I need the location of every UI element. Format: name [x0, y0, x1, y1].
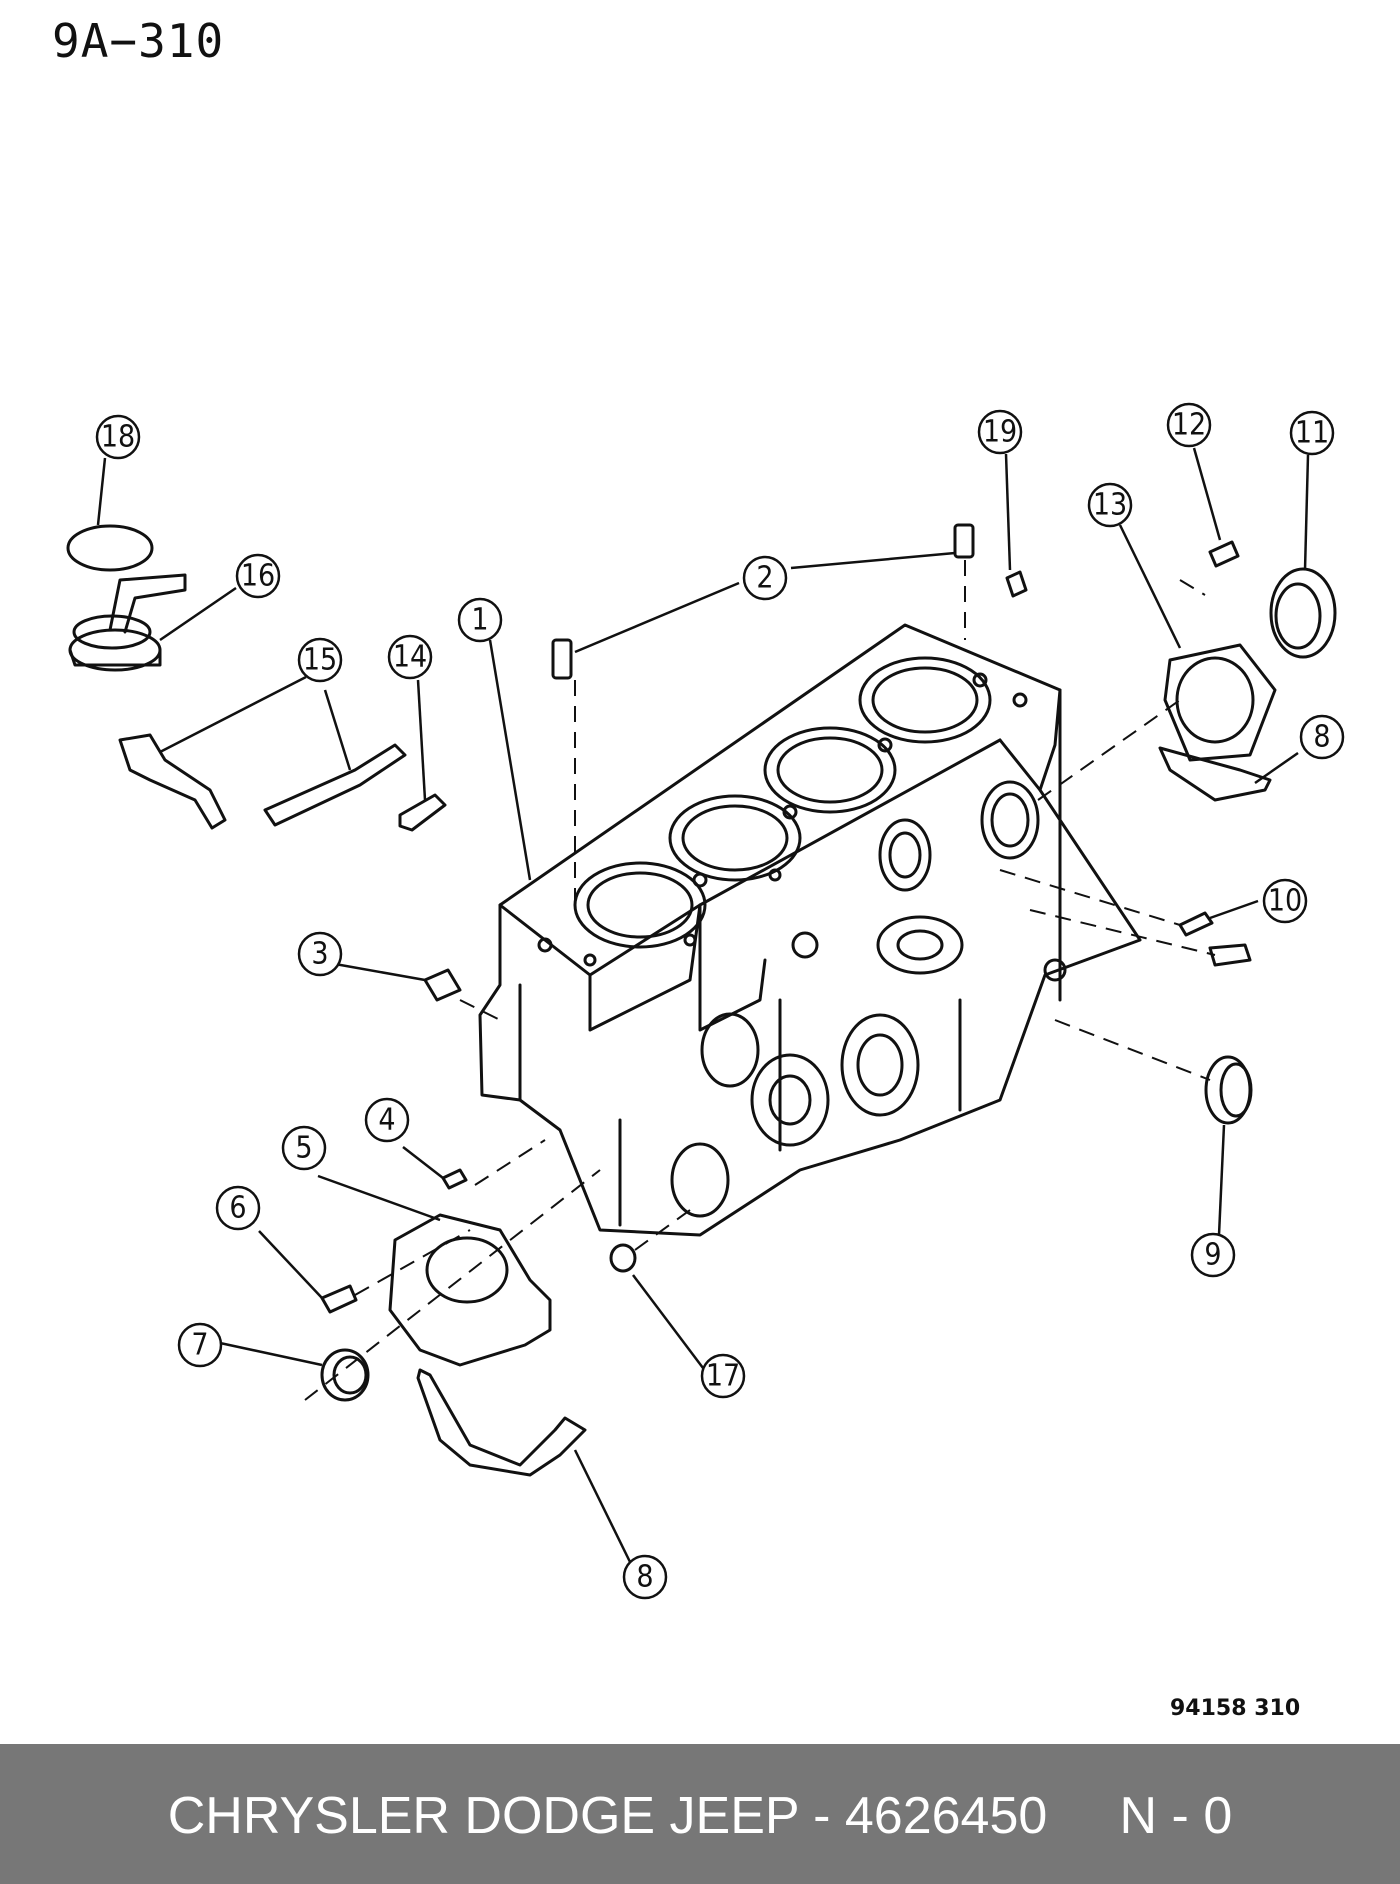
footer-bar: CHRYSLER DODGE JEEP - 4626450 N - 0	[0, 1744, 1400, 1884]
plug	[609, 1243, 637, 1273]
svg-text:4: 4	[378, 1103, 395, 1138]
svg-text:17: 17	[706, 1359, 740, 1394]
svg-text:3: 3	[311, 937, 328, 972]
assembly-lines	[304, 560, 1216, 1401]
svg-text:8: 8	[1313, 720, 1330, 755]
svg-text:6: 6	[229, 1191, 246, 1226]
bracket-clip	[398, 793, 447, 832]
svg-text:1: 1	[471, 603, 488, 638]
callout-6: 6	[215, 1185, 261, 1231]
front-cover	[388, 1213, 552, 1367]
svg-text:9: 9	[1204, 1238, 1221, 1273]
callout-9: 17	[700, 1353, 746, 1399]
svg-text:15: 15	[303, 643, 337, 678]
gasket-right	[1158, 746, 1272, 802]
oil-pickup	[68, 573, 187, 672]
svg-text:2: 2	[756, 561, 773, 596]
svg-text:7: 7	[191, 1328, 208, 1363]
callout-19: 19	[977, 409, 1023, 455]
callout-14: 13	[1087, 482, 1133, 528]
callout-2: 2	[742, 555, 788, 601]
bolt	[1208, 943, 1252, 967]
page-code: 9A−310	[52, 14, 225, 68]
svg-text:19: 19	[983, 415, 1017, 450]
svg-text:14: 14	[393, 640, 427, 675]
callout-18: 18	[95, 414, 141, 460]
figure-code: 94158 310	[1170, 1696, 1301, 1721]
callout-1: 1	[457, 597, 503, 643]
callout-4: 4	[364, 1097, 410, 1143]
callout-11: 10	[1262, 878, 1308, 924]
engine-block-exploded-diagram: 18 16 15 14 1 2 19 12 11 13 8 10 9 3 4 5…	[66, 402, 1345, 1600]
dowel-pin	[441, 1168, 468, 1190]
svg-text:10: 10	[1268, 884, 1302, 919]
rear-seal-retainer	[1163, 643, 1277, 762]
callouts: 18 16 15 14 1 2 19 12 11 13 8 10 9 3 4 5…	[95, 402, 1345, 1600]
plug	[1005, 570, 1028, 598]
callout-12: 11	[1289, 410, 1335, 456]
dowel-pin-left	[551, 638, 573, 680]
bolt	[1208, 540, 1240, 568]
svg-text:11: 11	[1295, 416, 1329, 451]
dowel-pin-right	[953, 523, 975, 559]
front-seal	[320, 1348, 370, 1402]
o-ring	[66, 524, 154, 572]
dowel-pin	[1178, 911, 1214, 937]
seal	[1204, 1055, 1253, 1125]
callout-10: 9	[1190, 1232, 1236, 1278]
dipstick-tube	[118, 733, 407, 830]
svg-text:18: 18	[101, 420, 135, 455]
callout-8-right: 8	[1299, 714, 1345, 760]
gasket-bottom	[416, 1368, 587, 1477]
callout-3: 3	[297, 931, 343, 977]
callout-8-bottom: 8	[622, 1554, 668, 1600]
callout-15: 14	[387, 634, 433, 680]
callout-16: 15	[297, 637, 343, 683]
bolt	[320, 1284, 358, 1314]
callout-5: 5	[281, 1125, 327, 1171]
svg-text:8: 8	[636, 1560, 653, 1595]
engine-block	[478, 623, 1142, 1237]
svg-text:13: 13	[1093, 488, 1127, 523]
callout-13: 12	[1166, 402, 1212, 448]
footer-text: CHRYSLER DODGE JEEP - 4626450 N - 0	[167, 1787, 1233, 1845]
callout-17: 16	[235, 553, 281, 599]
svg-text:16: 16	[241, 559, 275, 594]
svg-text:12: 12	[1172, 408, 1206, 443]
plug	[423, 968, 462, 1002]
callout-7: 7	[177, 1322, 223, 1368]
svg-text:5: 5	[295, 1131, 312, 1166]
rear-main-seal	[1269, 567, 1337, 659]
leader-lines	[96, 447, 1310, 1565]
